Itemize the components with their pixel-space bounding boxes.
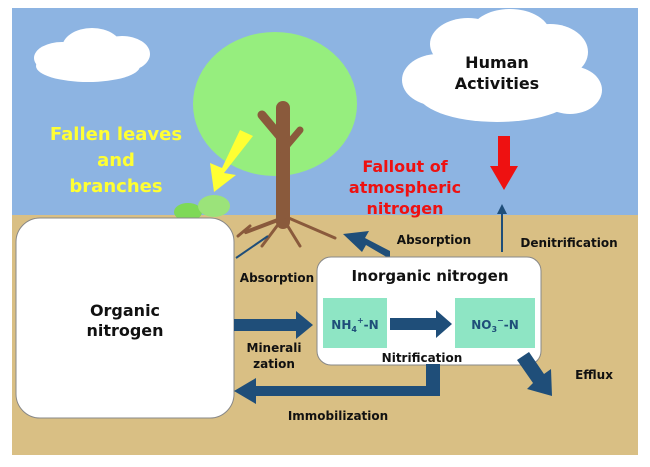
denitrification-label: Denitrification bbox=[520, 236, 617, 250]
efflux-label: Efflux bbox=[575, 368, 613, 382]
fallen-leaves-label-line2: and bbox=[97, 150, 135, 171]
human-activities-cloud bbox=[402, 9, 602, 122]
organic-nitrogen-line1: Organic bbox=[90, 301, 160, 320]
nitrification-arrow bbox=[390, 310, 452, 338]
nitrate-box bbox=[455, 298, 535, 348]
nitrate-label: NO3−-N bbox=[471, 316, 519, 334]
mineralization-arrow bbox=[234, 311, 313, 339]
inorganic-nitrogen-title: Inorganic nitrogen bbox=[351, 267, 508, 285]
mineralization-label-line2: zation bbox=[253, 357, 295, 371]
tree-canopy bbox=[193, 32, 357, 176]
fallen-leaves-label-line1: Fallen leaves bbox=[50, 124, 182, 145]
human-activities-line2: Activities bbox=[455, 74, 539, 93]
human-activities-line1: Human bbox=[465, 53, 529, 72]
absorption-arrow bbox=[343, 231, 390, 259]
efflux-arrow bbox=[517, 352, 552, 396]
absorption-top-label: Absorption bbox=[397, 233, 471, 247]
ammonium-label: NH4+-N bbox=[331, 316, 378, 334]
tree-trunk bbox=[236, 101, 337, 248]
organic-nitrogen-line2: nitrogen bbox=[86, 321, 163, 340]
fallen-leaves bbox=[174, 195, 230, 221]
ammonium-box bbox=[323, 298, 387, 348]
absorption-root-line bbox=[235, 235, 269, 259]
nitrification-label: Nitrification bbox=[382, 351, 463, 365]
denitrification-arrow bbox=[497, 204, 507, 252]
fallout-label-line2: atmospheric bbox=[349, 178, 461, 197]
human-fallout-arrow bbox=[490, 136, 518, 190]
left-cloud bbox=[34, 28, 150, 82]
fallen-leaves-label-line3: branches bbox=[69, 176, 162, 197]
organic-nitrogen-box bbox=[15, 217, 235, 419]
fallout-label-line3: nitrogen bbox=[366, 199, 443, 218]
fallen-leaves-arrow bbox=[210, 130, 253, 192]
absorption-left-label: Absorption bbox=[240, 271, 314, 285]
fallout-label-line1: Fallout of bbox=[362, 157, 448, 176]
immobilization-arrow bbox=[234, 364, 440, 404]
mineralization-label-line1: Minerali bbox=[247, 341, 302, 355]
immobilization-label: Immobilization bbox=[288, 409, 388, 423]
